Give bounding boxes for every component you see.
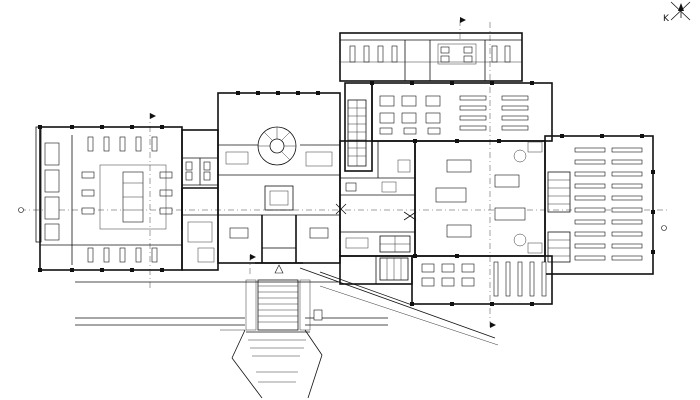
middle-offices (335, 140, 417, 257)
stair (347, 99, 367, 167)
west-wing-columns (38, 125, 164, 272)
central-reading-hall (413, 139, 546, 258)
south-service-core (339, 255, 413, 285)
entrance-stair (245, 279, 323, 383)
west-service-block (181, 129, 219, 271)
north-letter: K (663, 14, 670, 24)
northeast-reading-room (344, 81, 553, 172)
central-hall (217, 91, 341, 264)
axis-markers (18, 17, 667, 328)
main-entrance (255, 247, 303, 274)
north-block (339, 32, 523, 82)
north-arrow-icon (670, 1, 691, 21)
east-stack-room (544, 134, 655, 275)
south-reading-room (410, 255, 553, 306)
west-wing (35, 126, 183, 271)
site-paths (75, 267, 499, 399)
